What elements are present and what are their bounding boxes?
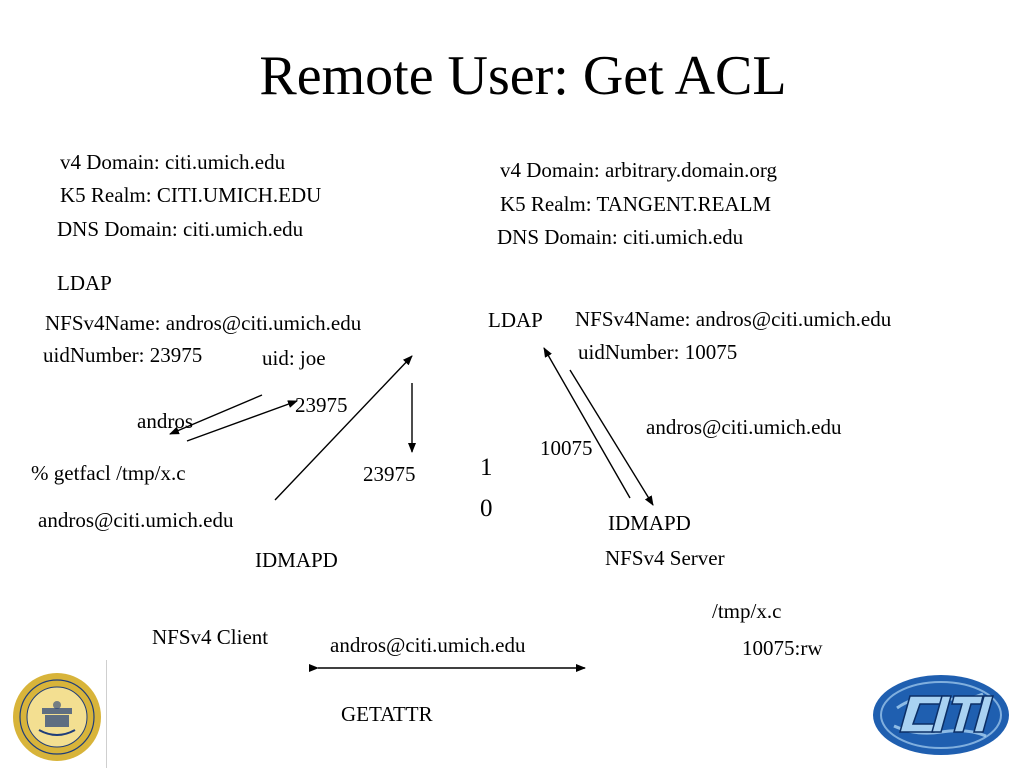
server-v4-domain: v4 Domain: arbitrary.domain.org [500, 158, 778, 182]
client-label: NFSv4 Client [152, 625, 269, 649]
server-acl: 10075:rw [742, 636, 823, 660]
server-file: /tmp/x.c [712, 599, 782, 623]
footer-divider [106, 660, 107, 768]
client-uid-value-top: 23975 [295, 393, 348, 417]
server-idmapd: IDMAPD [608, 511, 691, 535]
server-label: NFSv4 Server [605, 546, 725, 570]
client-uid-value-right: 23975 [363, 462, 416, 486]
server-k5-realm: K5 Realm: TANGENT.REALM [500, 192, 772, 216]
server-uidnumber: uidNumber: 10075 [578, 340, 738, 364]
university-of-michigan-seal-logo [13, 673, 101, 761]
client-dns-domain: DNS Domain: citi.umich.edu [57, 217, 304, 241]
client-uidnumber: uidNumber: 23975 [43, 343, 203, 367]
server-uid-value: 10075 [540, 436, 593, 460]
client-v4-domain: v4 Domain: citi.umich.edu [60, 150, 286, 174]
client-k5-realm: K5 Realm: CITI.UMICH.EDU [60, 183, 322, 207]
server-dns-domain: DNS Domain: citi.umich.edu [497, 225, 744, 249]
server-nfsv4name: NFSv4Name: andros@citi.umich.edu [575, 307, 892, 331]
slide-title: Remote User: Get ACL [259, 45, 787, 107]
client-nfsv4name: NFSv4Name: andros@citi.umich.edu [45, 311, 362, 335]
client-command: % getfacl /tmp/x.c [31, 461, 186, 485]
arrow-idmapd-to-ldap [543, 347, 631, 499]
arrow-uid-to-andros [169, 394, 263, 435]
wire-op: GETATTR [341, 702, 433, 726]
citi-logo [873, 675, 1009, 755]
arrow-ldap-to-idmapd-server [569, 369, 654, 506]
client-principal: andros@citi.umich.edu [38, 508, 234, 532]
wire-principal: andros@citi.umich.edu [330, 633, 526, 657]
client-uid: uid: joe [262, 346, 326, 370]
server-principal: andros@citi.umich.edu [646, 415, 842, 439]
client-ldap-label: LDAP [57, 271, 112, 295]
client-idmapd: IDMAPD [255, 548, 338, 572]
client-username: andros [137, 409, 193, 433]
server-step-digit-2: 0 [480, 495, 493, 522]
arrow-andros-to-uid [186, 400, 298, 442]
arrow-principal-to-ldap [274, 355, 413, 501]
server-ldap-label: LDAP [488, 308, 543, 332]
server-step-digit-1: 1 [480, 454, 493, 481]
